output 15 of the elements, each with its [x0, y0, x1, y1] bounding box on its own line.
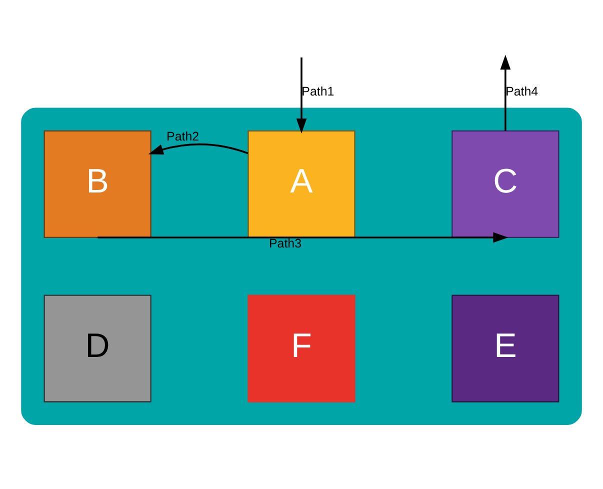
node-box: D: [44, 294, 152, 402]
node-box: F: [248, 294, 356, 402]
cluster: [21, 107, 582, 424]
edge-label: Path3: [268, 236, 302, 250]
node-box: C: [452, 130, 560, 238]
node-box: E: [452, 294, 560, 402]
edge-label: Path4: [506, 84, 538, 98]
edge-label: Path1: [302, 84, 334, 98]
arrow: [296, 56, 307, 133]
node-box: A: [248, 130, 356, 238]
arrow: [98, 232, 508, 242]
arrow: [148, 142, 248, 154]
node-box: B: [44, 130, 152, 238]
edge-label: Path2: [166, 129, 200, 144]
arrow: [500, 54, 511, 130]
